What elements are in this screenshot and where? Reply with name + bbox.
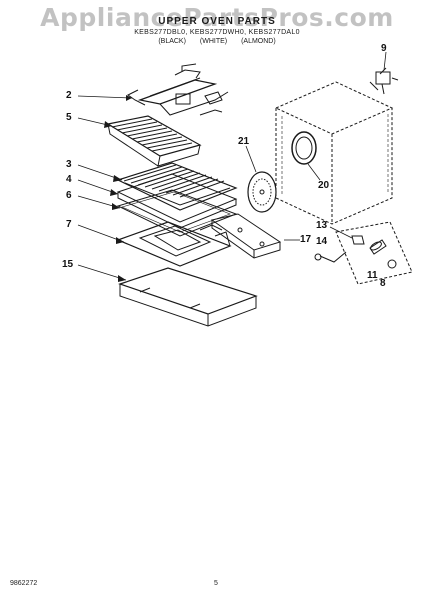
part-21-fan-cover[interactable] (247, 171, 277, 213)
part-14-wire-harness[interactable] (314, 251, 347, 263)
part-6-tray[interactable] (116, 189, 238, 237)
part-20-fan-ring[interactable] (291, 131, 317, 165)
part-17-bracket[interactable] (210, 213, 282, 259)
callout-15: 15 (62, 259, 74, 270)
callout-7: 7 (66, 219, 72, 230)
part-13-lamp-housing[interactable] (351, 235, 365, 245)
color-almond: (ALMOND) (241, 38, 276, 45)
color-white: (WHITE) (199, 38, 228, 45)
callout-9: 9 (381, 43, 387, 54)
callout-20: 20 (318, 180, 330, 191)
footer-code: 9862272 (10, 580, 38, 587)
callout-5: 5 (66, 112, 72, 123)
callout-17: 17 (300, 234, 312, 245)
callout-13: 13 (316, 220, 328, 231)
part-9-light-socket[interactable] (369, 67, 399, 95)
color-black: (BLACK) (158, 38, 186, 45)
part-8-bulb[interactable] (387, 259, 397, 269)
color-labels: (BLACK) (WHITE) (ALMOND) (0, 38, 434, 45)
model-numbers: KEBS277DBL0, KEBS277DWH0, KEBS277DAL0 (134, 29, 300, 36)
callout-8: 8 (380, 278, 386, 289)
callout-3: 3 (66, 159, 72, 170)
callout-21: 21 (238, 136, 250, 147)
light-assembly-group (335, 221, 413, 285)
oven-cavity (274, 81, 394, 225)
callout-2: 2 (66, 90, 72, 101)
callout-6: 6 (66, 190, 72, 201)
part-5-grid[interactable] (106, 115, 202, 167)
callout-14: 14 (316, 236, 328, 247)
watermark: AppliancePartsPros.com (40, 3, 394, 32)
footer-page: 5 (214, 580, 218, 587)
part-11-lens[interactable] (369, 239, 387, 255)
callout-11: 11 (367, 270, 378, 281)
part-2-heating-element[interactable] (127, 63, 229, 116)
callout-4: 4 (66, 174, 72, 185)
part-15-drip-tray[interactable] (118, 267, 258, 327)
part-7-lower-element[interactable] (116, 221, 232, 267)
diagram-title: UPPER OVEN PARTS (158, 16, 276, 27)
